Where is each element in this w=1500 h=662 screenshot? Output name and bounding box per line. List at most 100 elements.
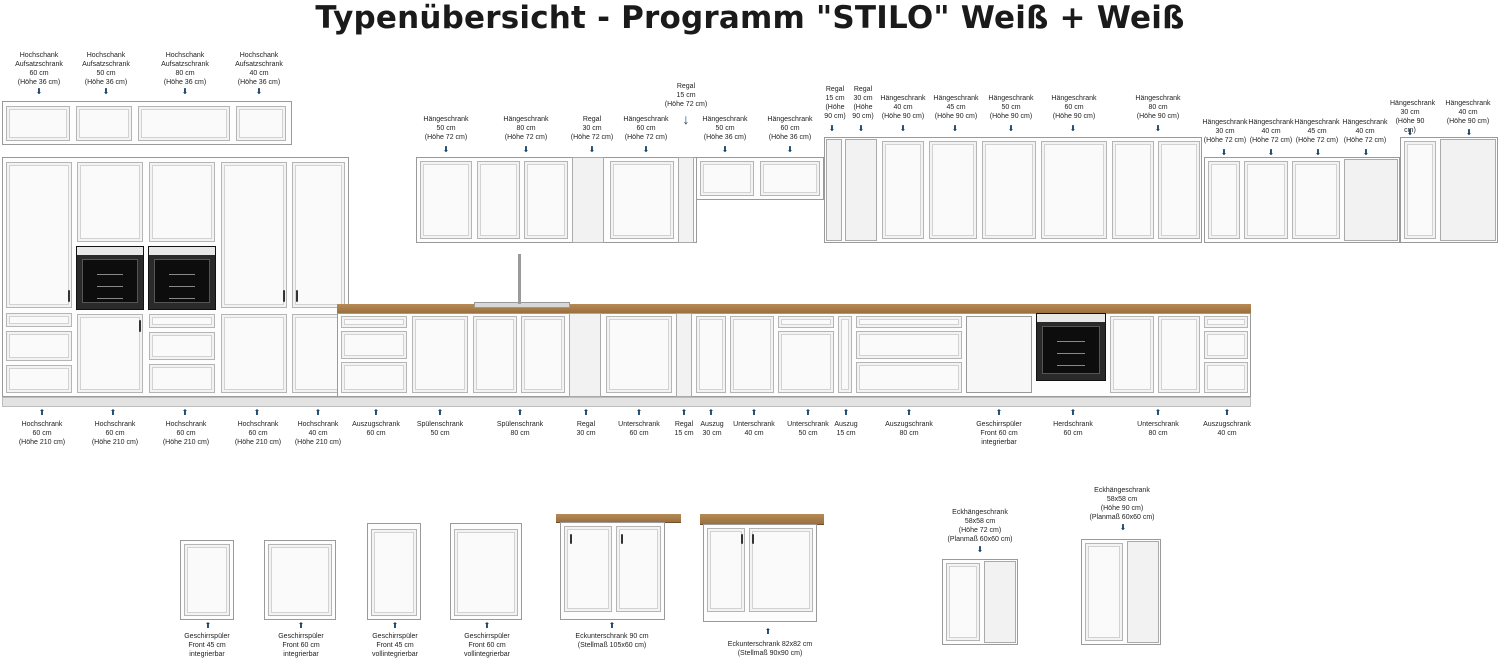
- handle: [68, 290, 70, 302]
- drawer: [778, 316, 834, 328]
- side-panel: [1127, 541, 1159, 643]
- plinth: [2, 397, 1251, 407]
- base-door: [473, 316, 517, 393]
- label-unterschrank-60: Unterschrank 60 cm: [618, 421, 660, 437]
- wall-door: [1292, 161, 1340, 239]
- label-eckhaenge-90: Eckhängeschrank 58x58 cm (Höhe 90 cm) (P…: [1089, 487, 1155, 521]
- arrow-up-icon: ⬆: [680, 408, 688, 417]
- label-haenge-45-72: Hängeschrank 45 cm (Höhe 72 cm): [1294, 119, 1340, 144]
- drawer: [856, 362, 962, 393]
- handle: [570, 534, 572, 544]
- arrow-up-icon: ⬆: [1154, 408, 1162, 417]
- base-door: [606, 316, 672, 393]
- aufsatz-door-60: [6, 106, 70, 141]
- label-regal-30-90: Regal 30 cm (Höhe 90 cm): [852, 86, 874, 120]
- label-geschirrspueler-45-voll: Geschirrspüler Front 45 cm vollintegrier…: [372, 633, 418, 658]
- handle: [752, 534, 754, 544]
- label-hochschrank-60: Hochschrank 60 cm (Höhe 210 cm): [234, 421, 282, 446]
- arrow-up-icon: ⬆: [109, 408, 117, 417]
- arrow-up-icon: ⬆: [516, 408, 524, 417]
- label-haenge-60-72: Hängeschrank 60 cm (Höhe 72 cm): [623, 116, 669, 141]
- open-shelf: [569, 313, 601, 397]
- label-haenge-60-90: Hängeschrank 60 cm (Höhe 90 cm): [1051, 95, 1097, 120]
- wall-door: [1041, 141, 1107, 239]
- handle: [296, 290, 298, 302]
- label-hochschrank-60: Hochschrank 60 cm (Höhe 210 cm): [162, 421, 210, 446]
- label-regal-15-72: Regal 15 cm (Höhe 72 cm): [664, 83, 708, 108]
- drawer: [1204, 331, 1248, 359]
- label-haenge-50-90: Hängeschrank 50 cm (Höhe 90 cm): [988, 95, 1034, 120]
- arrow-down-icon: ⬇: [642, 145, 650, 154]
- drawer: [856, 316, 962, 328]
- label-haenge-40-72-b: Hängeschrank 40 cm (Höhe 72 cm): [1342, 119, 1388, 144]
- label-eckunterschrank-82: Eckunterschrank 82x82 cm (Stellmaß 90x90…: [727, 641, 813, 657]
- wall-door: [610, 161, 674, 239]
- wall-door: [982, 141, 1036, 239]
- open-shelf-narrow: [826, 139, 842, 241]
- label-aufsatz-50: Hochschank Aufsatzschrank 50 cm (Höhe 36…: [82, 52, 130, 86]
- tall-door-1-top: [6, 162, 72, 308]
- arrow-up-icon: ⬆: [38, 408, 46, 417]
- label-haenge-30-72: Hängeschrank 30 cm (Höhe 72 cm): [1202, 119, 1248, 144]
- arrow-up-icon: ⬆: [181, 408, 189, 417]
- arrow-down-icon: ⬇: [951, 124, 959, 133]
- open-shelf: [1440, 139, 1496, 241]
- aufsatz-door-40: [236, 106, 286, 141]
- wall-door: [1158, 141, 1200, 239]
- open-shelf: [572, 157, 604, 243]
- base-door: [1158, 316, 1200, 393]
- wall-flap: [700, 161, 754, 196]
- handle: [741, 534, 743, 544]
- door: [1085, 543, 1123, 641]
- aufsatz-door-80: [138, 106, 230, 141]
- label-haenge-40-90-b: Hängeschrank 40 cm (Höhe 90 cm): [1445, 100, 1491, 125]
- label-haenge-30-90: Hängeschrank 30 cm (Höhe 90 cm): [1390, 100, 1436, 134]
- arrow-down-icon: ⬇: [35, 87, 43, 96]
- label-geschirrspueler-60: Geschirrspüler Front 60 cm integrierbar: [278, 633, 324, 658]
- label-geschirrspueler-45: Geschirrspüler Front 45 cm integrierbar: [184, 633, 230, 658]
- wall-door: [477, 161, 520, 239]
- arrow-down-icon: ⬇: [1314, 148, 1322, 157]
- label-haenge-50-72: Hängeschrank 50 cm (Höhe 72 cm): [423, 116, 469, 141]
- label-auszugschrank-80: Auszugschrank 80 cm: [885, 421, 933, 437]
- label-aufsatz-80: Hochschank Aufsatzschrank 80 cm (Höhe 36…: [161, 52, 209, 86]
- label-haenge-50-36: Hängeschrank 50 cm (Höhe 36 cm): [702, 116, 748, 141]
- arrow-up-icon: ⬆: [1069, 408, 1077, 417]
- dishwasher: [966, 316, 1032, 393]
- door: [454, 529, 518, 616]
- arrow-up-icon: ⬆: [905, 408, 913, 417]
- sink: [474, 302, 570, 308]
- wall-door: [929, 141, 977, 239]
- arrow-up-icon: ⬆: [750, 408, 758, 417]
- label-geschirrspueler-60-voll: Geschirrspüler Front 60 cm vollintegrier…: [464, 633, 510, 658]
- open-shelf: [1344, 159, 1398, 241]
- arrow-down-icon: ⬇: [102, 87, 110, 96]
- tall-door-2-bottom: [77, 314, 143, 393]
- door: [371, 529, 417, 616]
- label-regal-30: Regal 30 cm: [576, 421, 596, 437]
- drawer: [1204, 362, 1248, 393]
- label-aufsatz-60: Hochschank Aufsatzschrank 60 cm (Höhe 36…: [15, 52, 63, 86]
- drawer: [341, 362, 407, 393]
- arrow-up-icon: ⬆: [314, 408, 322, 417]
- base-door: [778, 331, 834, 393]
- arrow-down-icon: ⬇: [786, 145, 794, 154]
- open-shelf-narrow: [678, 157, 694, 243]
- wall-door: [1112, 141, 1154, 239]
- label-haenge-45-90: Hängeschrank 45 cm (Höhe 90 cm): [933, 95, 979, 120]
- arrow-down-icon: ⬇: [828, 124, 836, 133]
- tap: [518, 254, 521, 304]
- arrow-down-icon: ⬇: [588, 145, 596, 154]
- arrow-down-icon: ⬇: [442, 145, 450, 154]
- base-door: [1110, 316, 1154, 393]
- arrow-up-icon: ⬆: [582, 408, 590, 417]
- label-regal-15-90: Regal 15 cm (Höhe 90 cm): [824, 86, 846, 120]
- wall-door: [420, 161, 472, 239]
- label-regal-30-72: Regal 30 cm (Höhe 72 cm): [570, 116, 614, 141]
- wall-door: [1244, 161, 1288, 239]
- arrow-down-icon: ⬇: [1362, 148, 1370, 157]
- tall-door-4-bottom: [221, 314, 287, 393]
- drawer: [149, 314, 215, 328]
- arrow-down-icon: ⬇: [1119, 523, 1127, 532]
- arrow-down-long-icon: ↓: [682, 111, 690, 127]
